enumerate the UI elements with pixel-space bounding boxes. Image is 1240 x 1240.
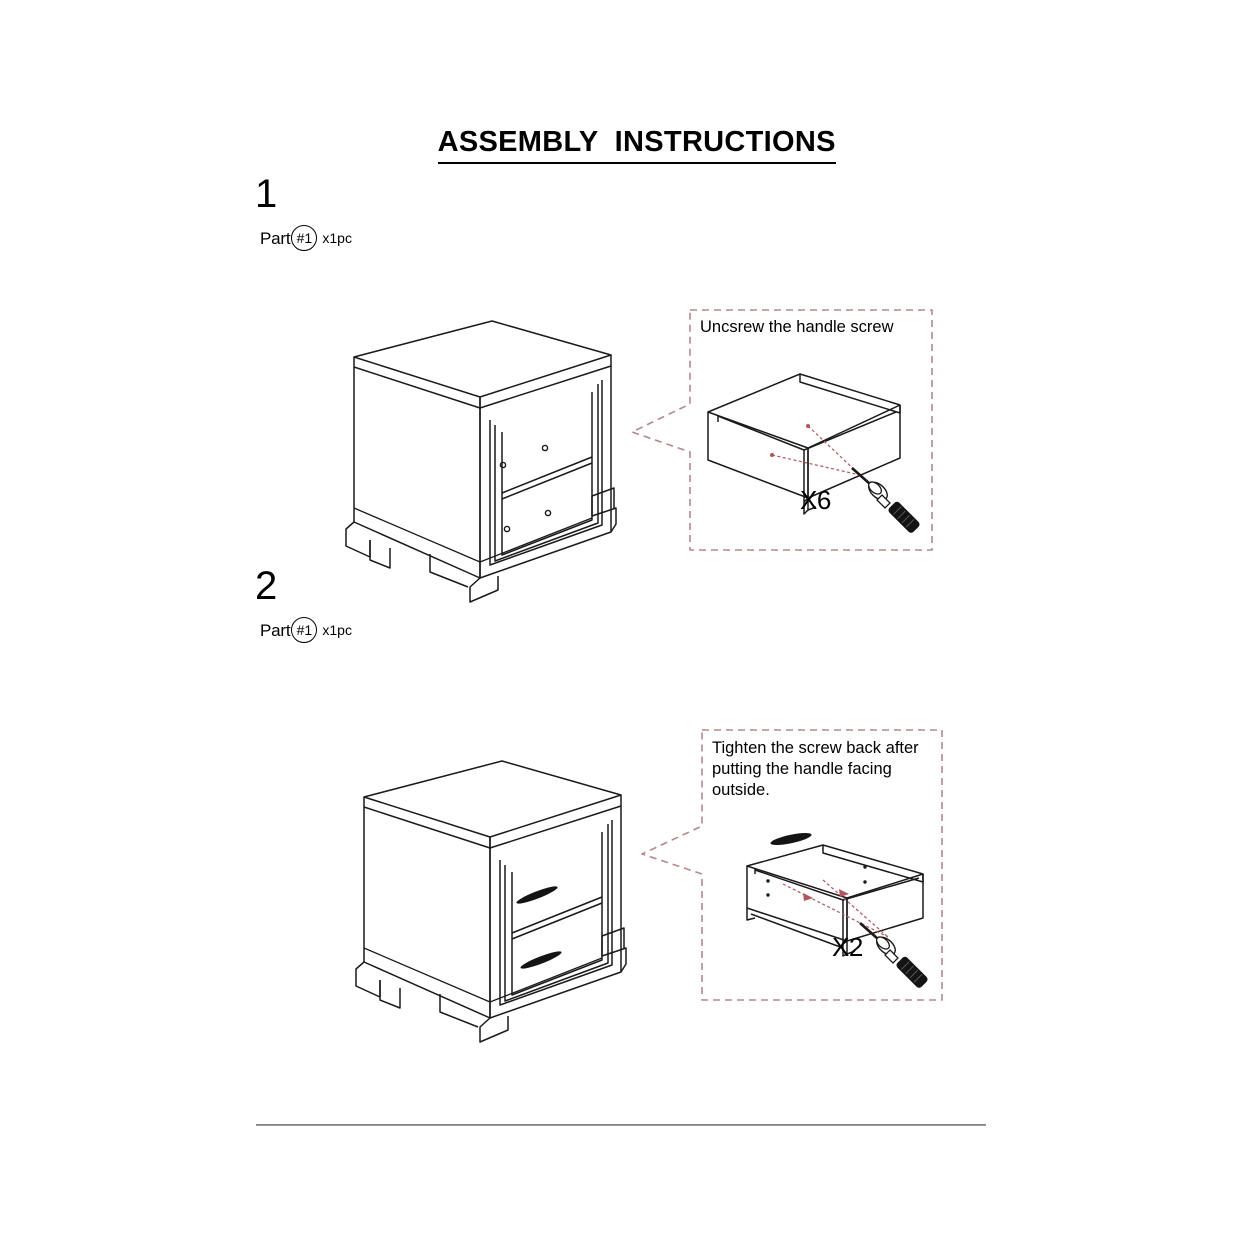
step-2-loose-handle [770, 833, 812, 845]
step-2-callout [640, 722, 950, 1008]
step-1-callout-text: Uncsrew the handle screw [700, 317, 925, 338]
step-2-part-qty: x1pc [322, 622, 352, 638]
step-1-callout-line-0: Uncsrew the handle screw [700, 318, 894, 336]
step-1-count-label: X6 [800, 485, 831, 515]
step-2-callout-line-1: putting the handle facing [712, 759, 892, 778]
step-1-part-badge: #1 [291, 225, 318, 251]
step-2-callout-text: Tighten the screw back after putting the… [712, 738, 937, 801]
step-2-part-label: Part #1 x1pc [260, 617, 352, 643]
step-2-drawer-illustration [725, 822, 945, 982]
step-1-nightstand-illustration [330, 310, 630, 603]
step-2-callout-line-0: Tighten the screw back after [712, 739, 919, 757]
page-title-text: ASSEMBLY INSTRUCTIONS [437, 126, 836, 164]
step-2-nightstand-illustration [340, 750, 640, 1043]
step-2-part-prefix: Part [260, 620, 291, 640]
step-2-count-label: X2 [832, 932, 863, 962]
step-2-screw-holes [766, 865, 867, 897]
step-1-number: 1 [255, 172, 277, 216]
step-2-number: 2 [255, 564, 277, 608]
step-1-part-label: Part #1 x1pc [260, 225, 352, 251]
step-1-screw-holes [499, 444, 552, 533]
step-2-screwdriver-icon [858, 915, 938, 988]
step-1-screwdriver-icon [848, 462, 928, 534]
step-1-part-qty: x1pc [322, 230, 352, 246]
page-title: ASSEMBLY INSTRUCTIONS [0, 93, 1240, 197]
footer-divider [256, 1124, 986, 1126]
step-1-leader-lines [760, 415, 900, 490]
step-2-callout-line-2: outside. [712, 780, 770, 799]
step-1-callout [630, 302, 940, 558]
step-1-part-prefix: Part [260, 228, 291, 248]
step-1-drawer-illustration [700, 360, 915, 540]
step-2-part-badge: #1 [291, 617, 318, 643]
step-2-drawer-handles [516, 886, 562, 969]
